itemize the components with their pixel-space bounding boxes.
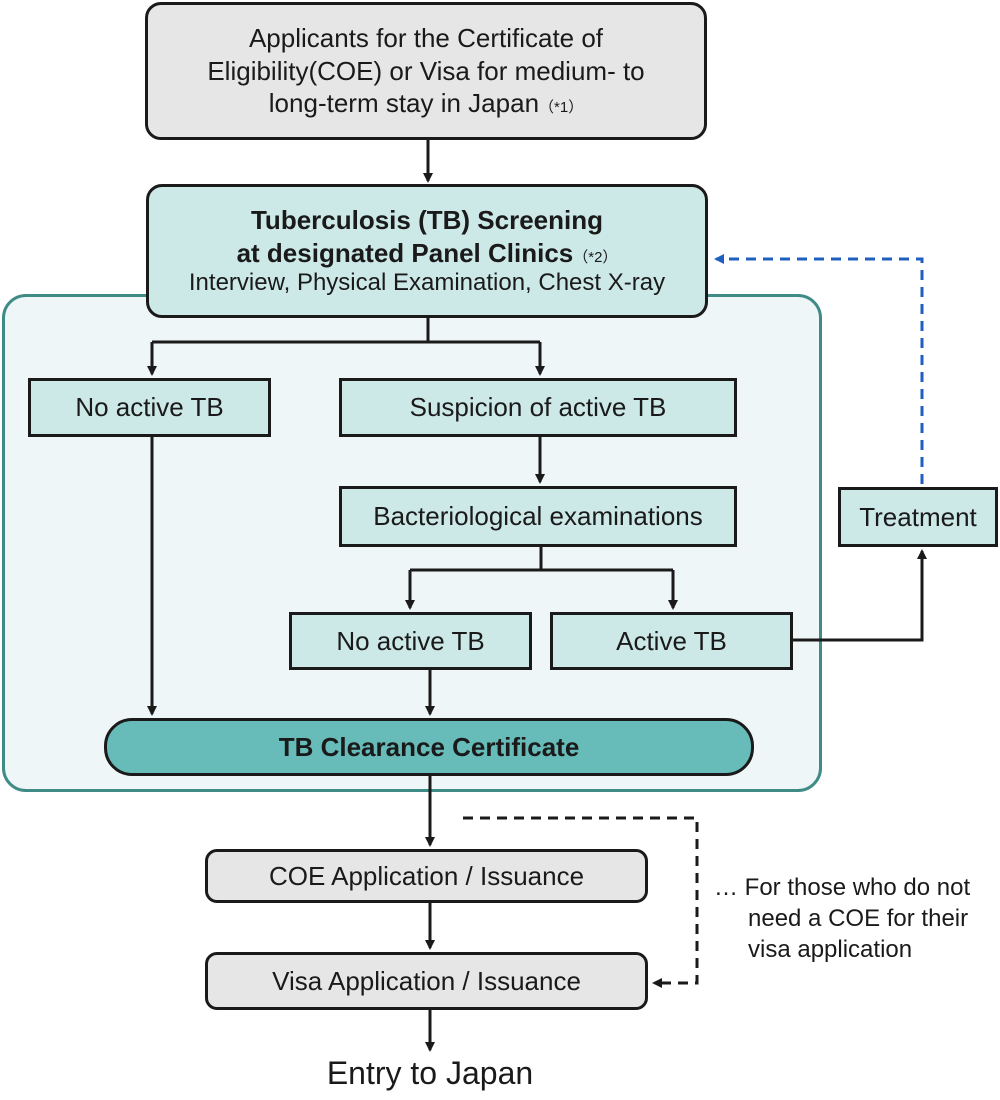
treatment-box: Treatment — [838, 487, 998, 547]
visa-label: Visa Application / Issuance — [272, 965, 581, 996]
treatment-label: Treatment — [859, 501, 977, 532]
bacteriological-label: Bacteriological examinations — [373, 501, 703, 532]
arrow-active-tb-to-treatment — [793, 549, 927, 642]
bacteriological-box: Bacteriological examinations — [339, 486, 737, 547]
coe-box: COE Application / Issuance — [205, 849, 648, 903]
bypass-note-line3: visa application — [748, 936, 913, 964]
applicants-footnote-marker: （*1） — [539, 99, 584, 117]
visa-box: Visa Application / Issuance — [205, 952, 648, 1010]
certificate-label: TB Clearance Certificate — [278, 731, 580, 762]
applicants-line3: long-term stay in Japan — [268, 88, 540, 119]
applicants-line1: Applicants for the Certificate of — [248, 23, 604, 54]
no-active-tb-right-box: No active TB — [289, 612, 532, 670]
screening-methods: Interview, Physical Examination, Chest X… — [188, 269, 666, 297]
applicants-box: Applicants for the Certificate of Eligib… — [145, 2, 707, 140]
bypass-note: … For those who do not need a COE for th… — [714, 872, 998, 966]
bypass-note-line1: … For those who do not — [714, 874, 971, 901]
active-tb-box: Active TB — [550, 612, 793, 670]
screening-footnote-marker: （*2） — [573, 248, 618, 266]
treatment-feedback-arrow — [714, 254, 924, 484]
screening-title-line2-row: at designated Panel Clinics（*2） — [237, 237, 618, 270]
no-active-tb-right-label: No active TB — [336, 625, 485, 656]
screening-title-line1: Tuberculosis (TB) Screening — [250, 205, 603, 236]
applicants-line2: Eligibility(COE) or Visa for medium- to — [207, 55, 645, 86]
active-tb-label: Active TB — [616, 625, 727, 656]
suspicion-label: Suspicion of active TB — [409, 392, 667, 423]
no-active-tb-left-label: No active TB — [75, 392, 224, 423]
coe-label: COE Application / Issuance — [268, 860, 585, 891]
tb-clearance-certificate: TB Clearance Certificate — [104, 718, 754, 776]
no-active-tb-left-box: No active TB — [28, 378, 271, 437]
entry-to-japan: Entry to Japan — [326, 1055, 534, 1091]
screening-title-line2: at designated Panel Clinics — [236, 237, 574, 268]
applicants-line3-row: long-term stay in Japan（*1） — [269, 87, 583, 120]
suspicion-box: Suspicion of active TB — [339, 378, 737, 437]
bypass-note-line2: need a COE for their — [748, 905, 969, 933]
screening-box: Tuberculosis (TB) Screening at designate… — [146, 184, 708, 318]
